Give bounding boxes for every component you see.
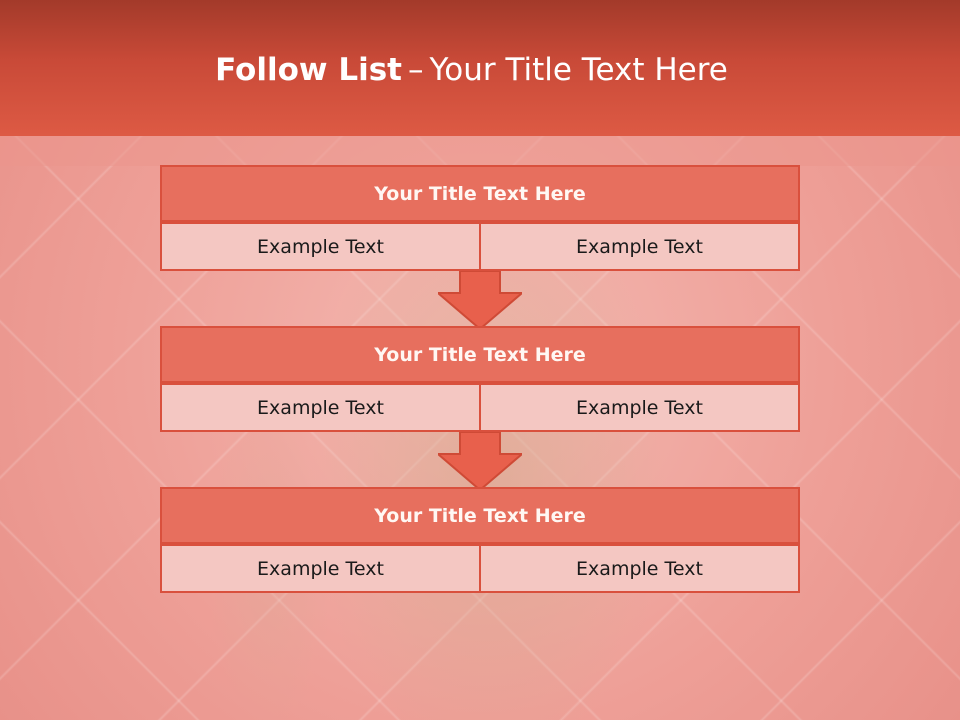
list-block-1: Your Title Text Here Example Text Exampl… <box>160 165 800 271</box>
block-title: Your Title Text Here <box>160 487 800 544</box>
header-band <box>0 0 960 136</box>
down-arrow-icon <box>438 271 522 329</box>
slide-title-separator: – <box>407 52 424 88</box>
block-right-cell: Example Text <box>479 544 800 593</box>
block-left-cell: Example Text <box>160 222 481 271</box>
block-right-cell: Example Text <box>479 222 800 271</box>
block-left-cell: Example Text <box>160 544 481 593</box>
list-block-2: Your Title Text Here Example Text Exampl… <box>160 326 800 432</box>
block-left-cell: Example Text <box>160 383 481 432</box>
list-block-3: Your Title Text Here Example Text Exampl… <box>160 487 800 593</box>
slide-title: Follow List–Your Title Text Here <box>0 52 943 88</box>
header-strip <box>0 136 960 166</box>
block-right-cell: Example Text <box>479 383 800 432</box>
block-title: Your Title Text Here <box>160 326 800 383</box>
down-arrow-icon <box>438 432 522 490</box>
block-title: Your Title Text Here <box>160 165 800 222</box>
slide-title-rest: Your Title Text Here <box>429 52 728 88</box>
slide-title-bold: Follow List <box>215 52 402 88</box>
